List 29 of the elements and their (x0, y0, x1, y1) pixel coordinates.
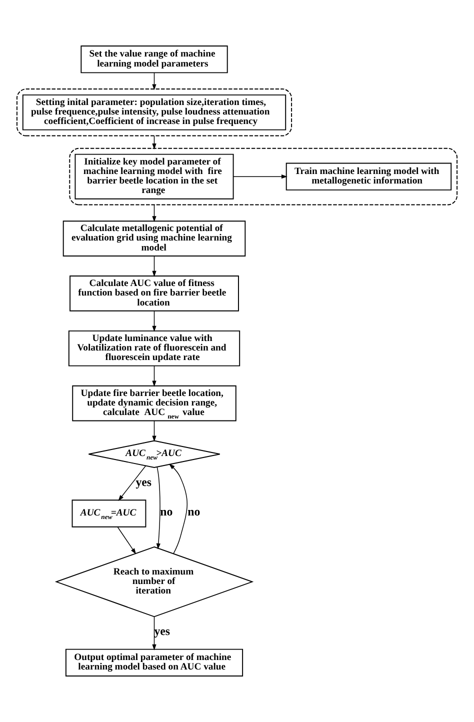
cluster (69, 148, 458, 206)
node-box: Calculate AUC value of fitness function based on fire barrier beetle location (70, 276, 239, 312)
node-box: Calculate metallogenic potential of evaluation grid using machine learning model (62, 220, 246, 256)
node-box: Update fire barrier beetle location, update dynamic decision range, calculate AUC$_{new}$ value (72, 385, 236, 422)
node-diamond: AUC$_{new}$>AUC (88, 440, 220, 468)
arrow (118, 465, 146, 501)
cluster (16, 88, 292, 136)
edge-label: yes (154, 624, 170, 638)
node-box: Set the value range of machine learning model parameters (80, 45, 228, 74)
node-box: Update luminance value with Volatilization rate of fluorescein and fluorescein update rate (68, 330, 240, 366)
arrow (152, 420, 156, 442)
arrow (152, 204, 156, 222)
arrow (117, 526, 136, 554)
node-box: Initialize key model parameter of machine learning model with fire barrier beetle location in the set range (74, 154, 234, 200)
node-box: Setting inital parameter: population size,iteration times, pulse frequence,pulse intensity, pulse loudness attenuation coefficient,Coefficient of increase in pulse frequency (22, 94, 286, 130)
arrow (152, 72, 156, 90)
arrow (152, 256, 156, 277)
node-box: Output optimal parameter of machine learning model based on AUC value (65, 648, 244, 677)
arrow (156, 466, 160, 550)
edge-label: no (160, 504, 173, 519)
node-box: Train machine learning model with metallogenetic information (286, 162, 452, 190)
arrow (168, 464, 188, 554)
node-box: AUC$_{new}$=AUC (72, 500, 146, 528)
arrow (233, 174, 288, 179)
edge-label: yes (136, 474, 152, 489)
arrow (152, 310, 156, 332)
arrow (152, 616, 156, 650)
arrow (152, 366, 156, 387)
edge-label: no (188, 504, 200, 519)
